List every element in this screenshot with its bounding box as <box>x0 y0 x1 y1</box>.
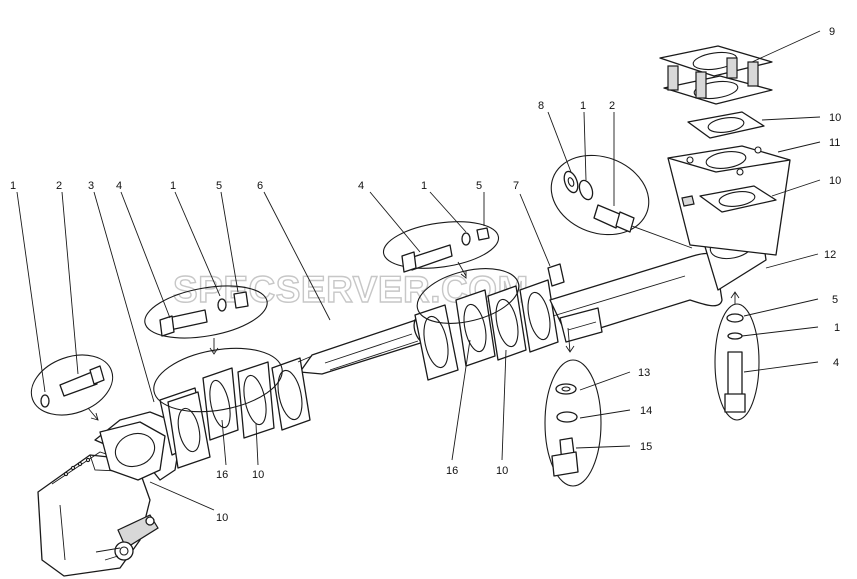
callout-10-c: 10 <box>496 465 508 477</box>
fasteners-center <box>401 227 490 273</box>
fastener-group-oval-center <box>382 221 500 269</box>
callout-16-a: 16 <box>446 465 458 477</box>
callout-labels: 9 10 11 10 8 1 2 12 5 1 4 13 14 15 4 1 5… <box>10 26 841 524</box>
callout-1-d: 1 <box>10 180 16 192</box>
callout-13: 13 <box>638 367 650 379</box>
flange-pair-left <box>167 391 211 469</box>
gasket-10-left <box>237 361 275 439</box>
muffler-housing <box>37 451 159 577</box>
fastener-group-oval-right <box>714 303 760 421</box>
callout-10-e: 10 <box>216 512 228 524</box>
pipe-joint-oval-center <box>416 268 520 324</box>
fastener-group-oval-upper-left <box>144 285 268 339</box>
callout-9: 9 <box>829 26 835 38</box>
fastener-group-oval-bottom-center <box>544 359 602 487</box>
pipe-flange-7 <box>519 263 565 353</box>
gasket-10-lower-right <box>699 185 777 213</box>
callout-4-a: 4 <box>833 357 839 369</box>
callout-12: 12 <box>824 249 836 261</box>
pipe-flange-center <box>414 304 459 381</box>
callout-4-b: 4 <box>358 180 364 192</box>
fastener-group-oval-top-right <box>550 154 650 236</box>
gasket-16-center <box>455 289 496 367</box>
callout-2-a: 2 <box>609 100 615 112</box>
callout-15: 15 <box>640 441 652 453</box>
callout-4-c: 4 <box>116 180 122 192</box>
callout-11: 11 <box>829 137 840 149</box>
gasket-10-upper-right <box>687 111 765 139</box>
callout-1-b: 1 <box>834 322 840 334</box>
gasket-10-center <box>487 285 527 361</box>
callout-6: 6 <box>257 180 263 192</box>
callout-2-b: 2 <box>56 180 62 192</box>
callout-5-c: 5 <box>216 180 222 192</box>
callout-8: 8 <box>538 100 544 112</box>
callout-10-d: 10 <box>252 469 264 481</box>
callout-1-c: 1 <box>421 180 427 192</box>
mount-9 <box>659 45 773 105</box>
callout-10-b: 10 <box>829 175 841 187</box>
callout-5-a: 5 <box>832 294 838 306</box>
callout-1-a: 1 <box>580 100 586 112</box>
callout-1-e: 1 <box>170 180 176 192</box>
fasteners-right <box>724 313 746 413</box>
callout-7: 7 <box>513 180 519 192</box>
fasteners-top-right <box>563 170 635 233</box>
fastener-group-oval-left <box>30 354 114 416</box>
fasteners-upper-left <box>159 291 249 337</box>
callout-16-b: 16 <box>216 469 228 481</box>
gasket-16-left <box>202 367 239 441</box>
callout-10-a: 10 <box>829 112 841 124</box>
pipe-joint-oval <box>153 347 283 413</box>
callout-3: 3 <box>88 180 94 192</box>
fasteners-bottom-center <box>551 383 579 477</box>
fasteners-left <box>40 365 105 408</box>
leader-lines <box>16 30 821 511</box>
callout-5-b: 5 <box>476 180 482 192</box>
callout-14: 14 <box>640 405 652 417</box>
